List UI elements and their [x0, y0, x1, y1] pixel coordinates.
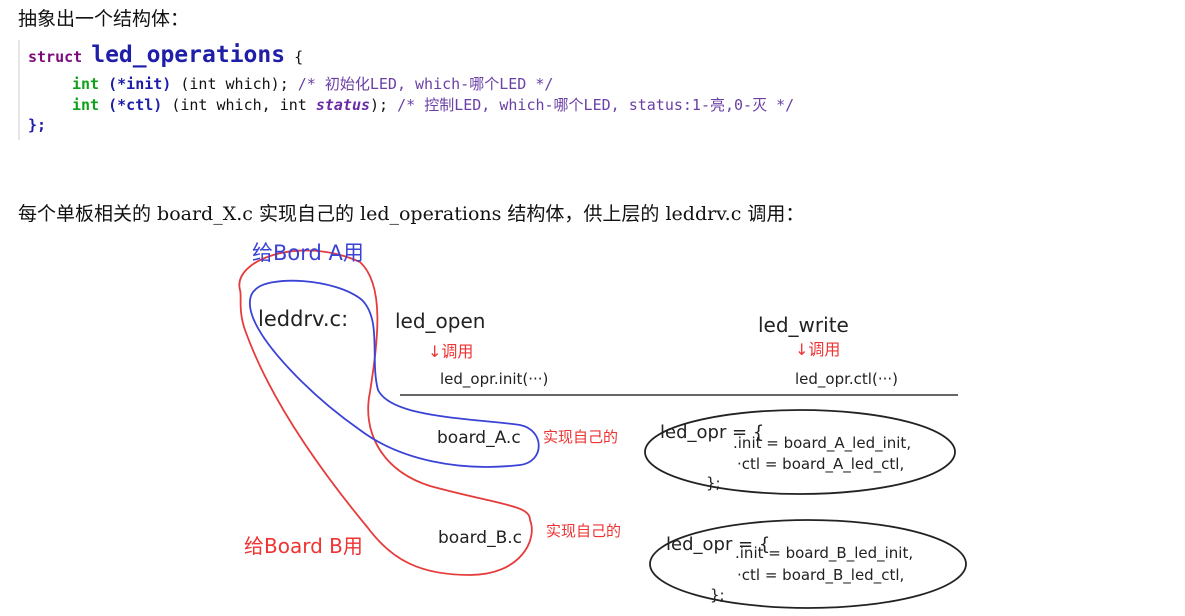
struct-b-line2: .init = board_B_led_init,	[735, 544, 913, 563]
board-b-file: board_B.c	[438, 528, 522, 548]
description-text: 每个单板相关的 board_X.c 实现自己的 led_operations 结…	[18, 203, 805, 225]
opr-ctl-call: led_opr.ctl(···)	[795, 370, 898, 389]
struct-a-line2: .init = board_A_led_init,	[733, 434, 911, 453]
ctl-fn: (*ctl)	[108, 96, 163, 114]
init-params: (int which);	[180, 75, 289, 93]
label-board-b: 给Board B用	[244, 534, 363, 558]
ctl-comment: /* 控制LED, which-哪个LED, status:1-亮,0-灭 */	[397, 96, 795, 114]
intro-text: 抽象出一个结构体：	[18, 8, 190, 30]
struct-b-line1: led_opr = {	[666, 534, 770, 555]
struct-b-box	[649, 519, 967, 609]
ctl-status-param: status	[315, 96, 371, 114]
ctl-params-end: );	[370, 96, 389, 114]
board-a-loop	[248, 279, 540, 468]
label-board-a: 给Bord A用	[252, 241, 364, 265]
opr-init-call: led_opr.init(···)	[440, 370, 548, 389]
code-line-2: int (*init) (int which); /* 初始化LED, whic…	[72, 73, 553, 94]
code-line-4: };	[28, 116, 47, 134]
struct-name: led_operations	[91, 42, 286, 68]
led-write-label: led_write	[758, 313, 849, 337]
struct-a-line1: led_opr = {	[660, 422, 764, 443]
board-b-loop	[238, 249, 533, 576]
call-open-label: ↓调用	[428, 342, 473, 361]
open-brace: {	[294, 48, 304, 66]
call-write-label: ↓调用	[795, 340, 840, 359]
struct-a-line3: ·ctl = board_A_led_ctl,	[737, 455, 904, 474]
struct-a-box	[644, 409, 956, 495]
init-comment: /* 初始化LED, which-哪个LED */	[297, 75, 554, 93]
led-open-label: led_open	[395, 309, 485, 333]
struct-b-line3: ·ctl = board_B_led_ctl,	[737, 566, 904, 585]
init-type: int	[72, 75, 100, 93]
struct-a-line4: };	[706, 474, 721, 492]
ctl-params: (int which, int	[171, 96, 316, 114]
init-fn: (*init)	[108, 75, 172, 93]
code-line-3: int (*ctl) (int which, int status); /* 控…	[72, 94, 794, 115]
struct-b-line4: };	[710, 586, 725, 604]
struct-keyword: struct	[28, 48, 83, 66]
code-block: struct led_operations { int (*init) (int…	[18, 40, 1020, 140]
impl-a-label: 实现自己的	[543, 428, 618, 446]
ctl-type: int	[72, 96, 100, 114]
code-line-1: struct led_operations {	[28, 42, 303, 68]
board-a-file: board_A.c	[437, 428, 521, 448]
leddrv-label: leddrv.c:	[258, 307, 348, 331]
impl-b-label: 实现自己的	[546, 522, 621, 540]
